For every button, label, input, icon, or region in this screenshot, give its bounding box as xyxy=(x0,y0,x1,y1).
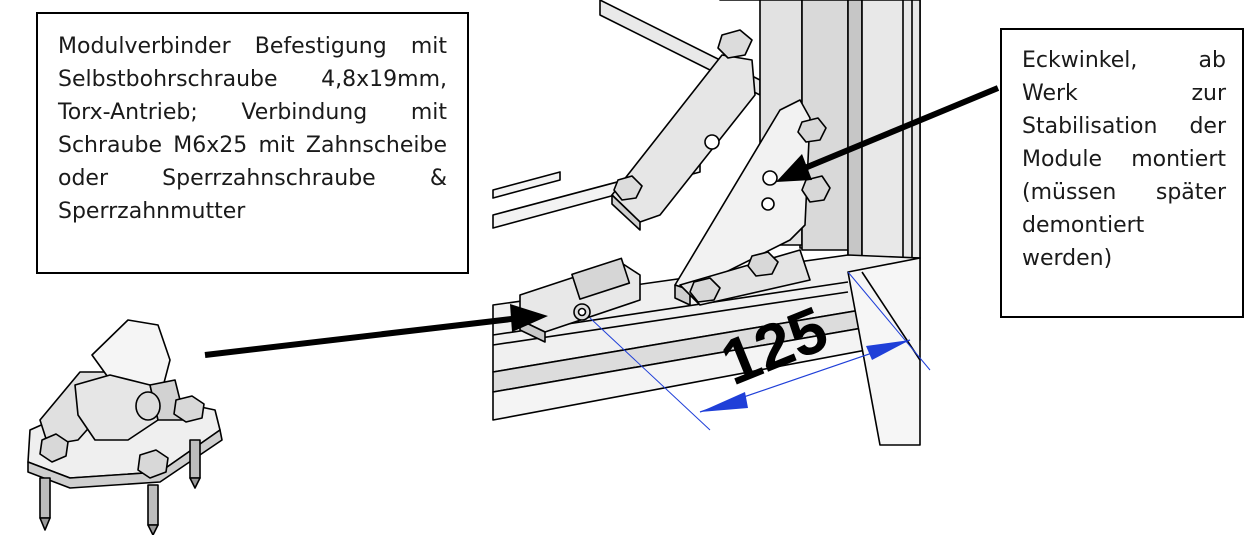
corner-bracket-callout: Eckwinkel, ab Werk zur Stabilisation der… xyxy=(1000,28,1244,318)
leader-connector xyxy=(204,315,521,358)
dimension-arrow-right xyxy=(866,340,910,360)
connector-callout: Modulverbinder Befestigung mit Selbstboh… xyxy=(36,12,469,274)
leader-connector-arrowhead xyxy=(510,304,548,332)
leader-arrows xyxy=(204,85,1000,358)
leader-bracket-arrowhead xyxy=(776,154,812,182)
module-connector-detail xyxy=(27,319,223,535)
frame-corner-render xyxy=(490,0,921,446)
dimension-125 xyxy=(589,271,931,431)
corner-bracket-callout-text: Eckwinkel, ab Werk zur Stabilisation der… xyxy=(1022,48,1226,271)
leader-bracket xyxy=(798,85,1000,173)
connector-callout-text: Modulverbinder Befestigung mit Selbstboh… xyxy=(58,34,447,224)
dimension-arrow-left xyxy=(700,392,748,412)
